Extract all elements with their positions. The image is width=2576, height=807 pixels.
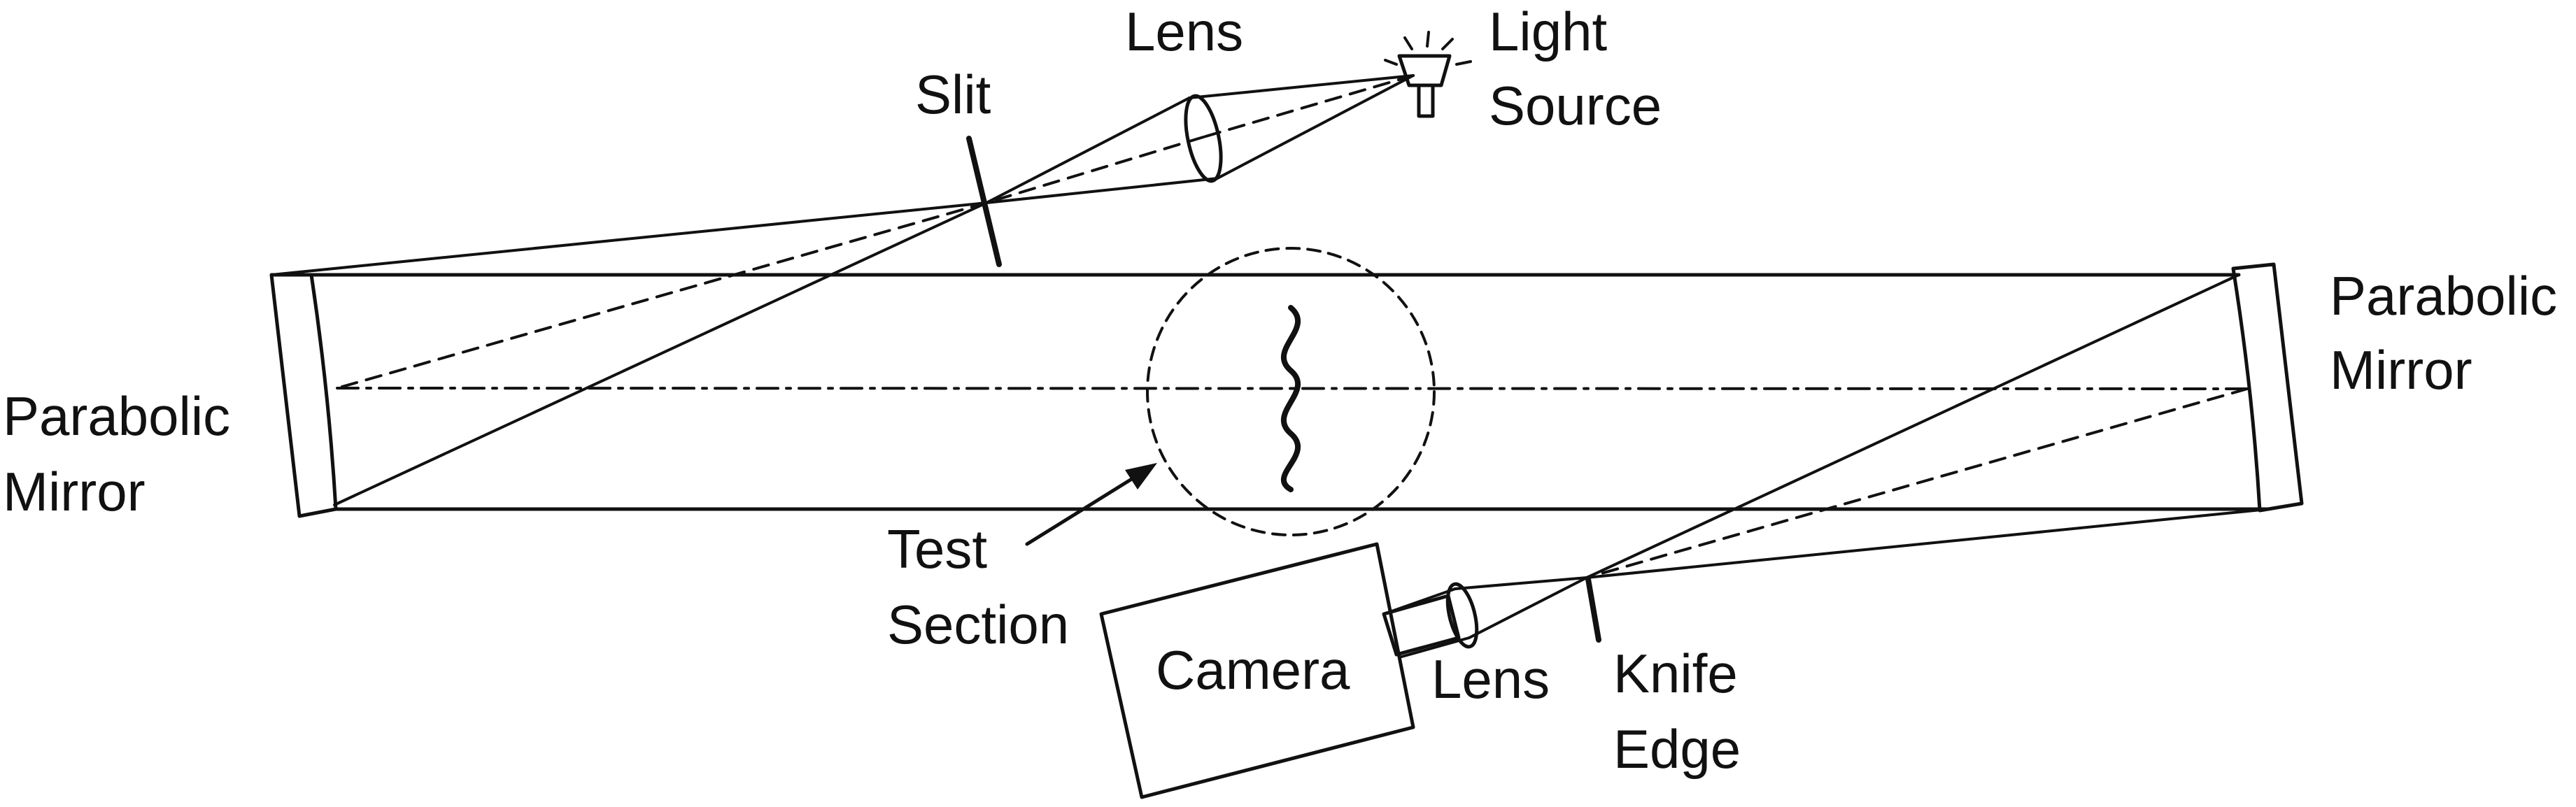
label-knife: Knife [1613,643,1738,704]
label-section: Section [887,594,1069,655]
label-lens-bottom: Lens [1431,648,1550,710]
label-source: Source [1489,75,1662,136]
camera-box-icon [1099,542,1415,799]
label-camera: Camera [1156,639,1350,701]
label-parabolic-left: Parabolic [3,385,230,447]
light-path-output [1382,273,2270,659]
label-lens-top: Lens [1125,1,1243,62]
label-mirror-left: Mirror [3,461,146,522]
test-section-tube [309,273,2270,511]
top-lens [1184,94,1223,183]
slit [966,136,1002,267]
light-bulb-icon [1384,31,1472,118]
left-parabolic-mirror [269,273,338,518]
label-parabolic-right: Parabolic [2330,265,2557,327]
label-light: Light [1489,1,1607,62]
bottom-lens [1445,582,1479,649]
label-edge: Edge [1613,718,1741,780]
knife-edge [1585,576,1601,643]
light-path-input [270,74,1415,506]
label-slit: Slit [915,64,991,125]
flow-disturbance [1280,305,1301,492]
label-test: Test [887,518,987,580]
test-section-circle [1146,247,1436,536]
test-section-arrow [1025,463,1157,546]
label-mirror-right: Mirror [2330,339,2472,401]
optical-axis [336,387,2249,390]
